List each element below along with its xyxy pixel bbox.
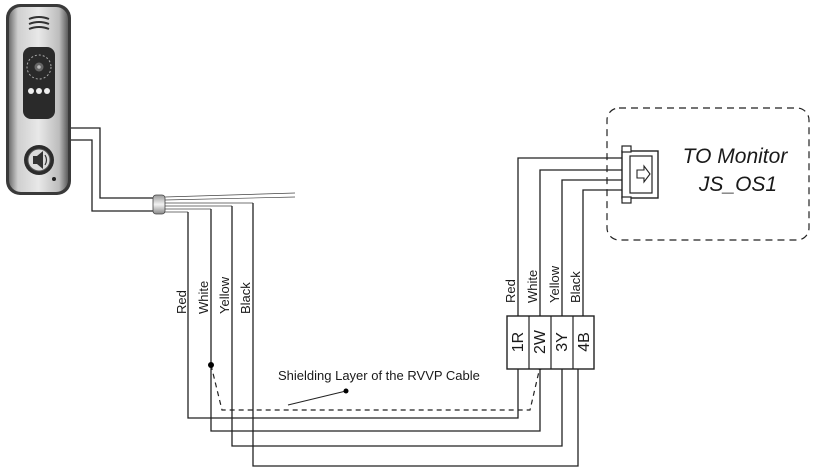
ir-led-icon (28, 88, 50, 94)
microphone-icon (52, 177, 56, 181)
device-cable (71, 127, 296, 215)
camera-panel (23, 47, 55, 119)
wire-yellow (231, 206, 563, 447)
monitor-box: TO Monitor JS_OS1 (606, 107, 810, 241)
wire-red (187, 212, 519, 419)
camera-lens-icon (26, 54, 52, 80)
wire-label-yellow: Yellow (547, 265, 562, 303)
door-station-device (6, 4, 71, 195)
wire-label-red: Red (174, 290, 189, 314)
wire-black (252, 203, 579, 467)
speaker-grille-icon (28, 16, 50, 30)
wire-runs (187, 203, 579, 467)
monitor-title: TO Monitor (683, 145, 789, 168)
right-wire-labels: Red White Yellow Black (503, 265, 583, 303)
terminal-label: 1R (510, 332, 527, 352)
monitor-model: JS_OS1 (698, 173, 777, 196)
left-wire-labels: Red White Yellow Black (174, 276, 253, 314)
wire-label-red: Red (503, 279, 518, 303)
shield-label: Shielding Layer of the RVVP Cable (278, 368, 480, 383)
terminal-label: 3Y (554, 332, 571, 352)
terminal-label: 2W (532, 329, 549, 354)
terminal-block: 1R 2W 3Y 4B (506, 315, 595, 370)
terminal-label: 4B (576, 332, 593, 352)
wire-white (210, 209, 541, 432)
wire-label-yellow: Yellow (217, 276, 232, 314)
wire-label-black: Black (568, 271, 583, 303)
wire-label-white: White (525, 270, 540, 303)
monitor-wires (517, 157, 622, 316)
connector-icon (621, 145, 659, 204)
call-button-icon (24, 145, 54, 175)
wire-label-white: White (196, 281, 211, 314)
wire-label-black: Black (238, 282, 253, 314)
